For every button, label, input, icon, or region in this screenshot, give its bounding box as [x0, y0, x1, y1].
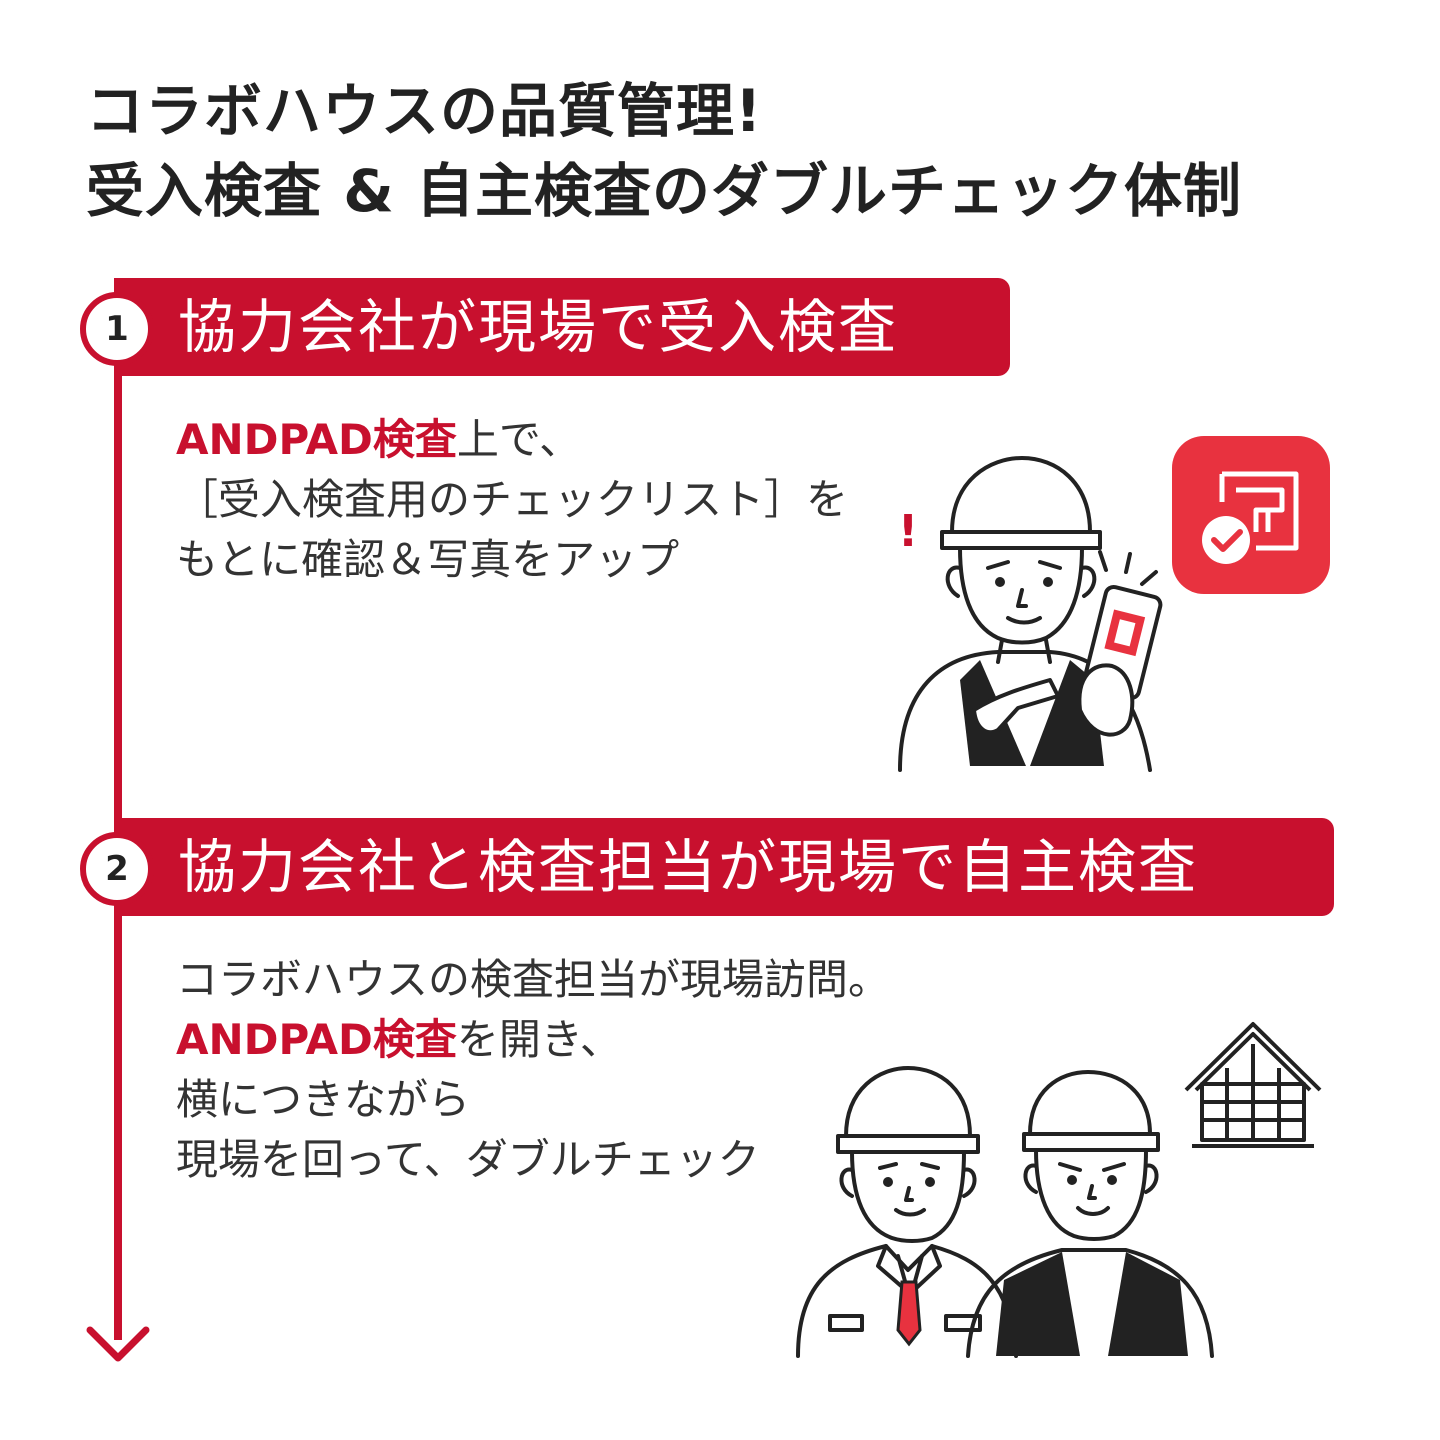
step-2-number: 2	[80, 832, 154, 906]
worker-with-phone-icon	[898, 456, 1163, 772]
title-line-1: コラボハウスの品質管理!	[86, 77, 763, 145]
inspectors-icon	[796, 1066, 1214, 1358]
step-1-line-2: ［受入検査用のチェックリスト］を	[176, 470, 848, 530]
timeline-line	[114, 278, 122, 1340]
step-1-number: 1	[80, 292, 154, 366]
step-2-description: コラボハウスの検査担当が現場訪問。 ANDPAD検査を開き、 横につきながら 現…	[176, 950, 890, 1190]
line-text: もとに確認＆写真をアップ	[176, 535, 680, 584]
step-2-header	[114, 818, 1334, 916]
step-2-line-3: 横につきながら	[176, 1070, 890, 1130]
line-text: ［受入検査用のチェックリスト］を	[176, 475, 849, 524]
step-2-line-4: 現場を回って、ダブルチェック	[176, 1130, 890, 1190]
step-1-heading: 協力会社が現場で受入検査	[178, 293, 899, 361]
exclamation-mark: !	[898, 506, 919, 557]
andpad-highlight: ANDPAD検査	[176, 1015, 457, 1064]
line-text: を開き、	[456, 1015, 622, 1064]
step-1-description: ANDPAD検査上で、 ［受入検査用のチェックリスト］を もとに確認＆写真をアッ…	[176, 410, 848, 590]
title-line-2: 受入検査 & 自主検査のダブルチェック体制	[86, 157, 1242, 225]
step-1-line-1: ANDPAD検査上で、	[176, 410, 848, 470]
line-text: コラボハウスの検査担当が現場訪問。	[176, 955, 891, 1004]
line-text: 上で、	[456, 415, 582, 464]
house-icon	[1184, 1022, 1322, 1148]
step-2-line-1: コラボハウスの検査担当が現場訪問。	[176, 950, 890, 1010]
step-1-header	[114, 278, 1010, 376]
arrow-down-icon	[86, 1326, 150, 1362]
step-2-heading: 協力会社と検査担当が現場で自主検査	[178, 833, 1199, 901]
step-2-line-2: ANDPAD検査を開き、	[176, 1010, 890, 1070]
andpad-highlight: ANDPAD検査	[176, 415, 457, 464]
line-text: 横につきながら	[176, 1075, 471, 1124]
line-text: 現場を回って、ダブルチェック	[176, 1135, 760, 1184]
app-icon	[1172, 436, 1330, 594]
step-1-line-3: もとに確認＆写真をアップ	[176, 530, 848, 590]
